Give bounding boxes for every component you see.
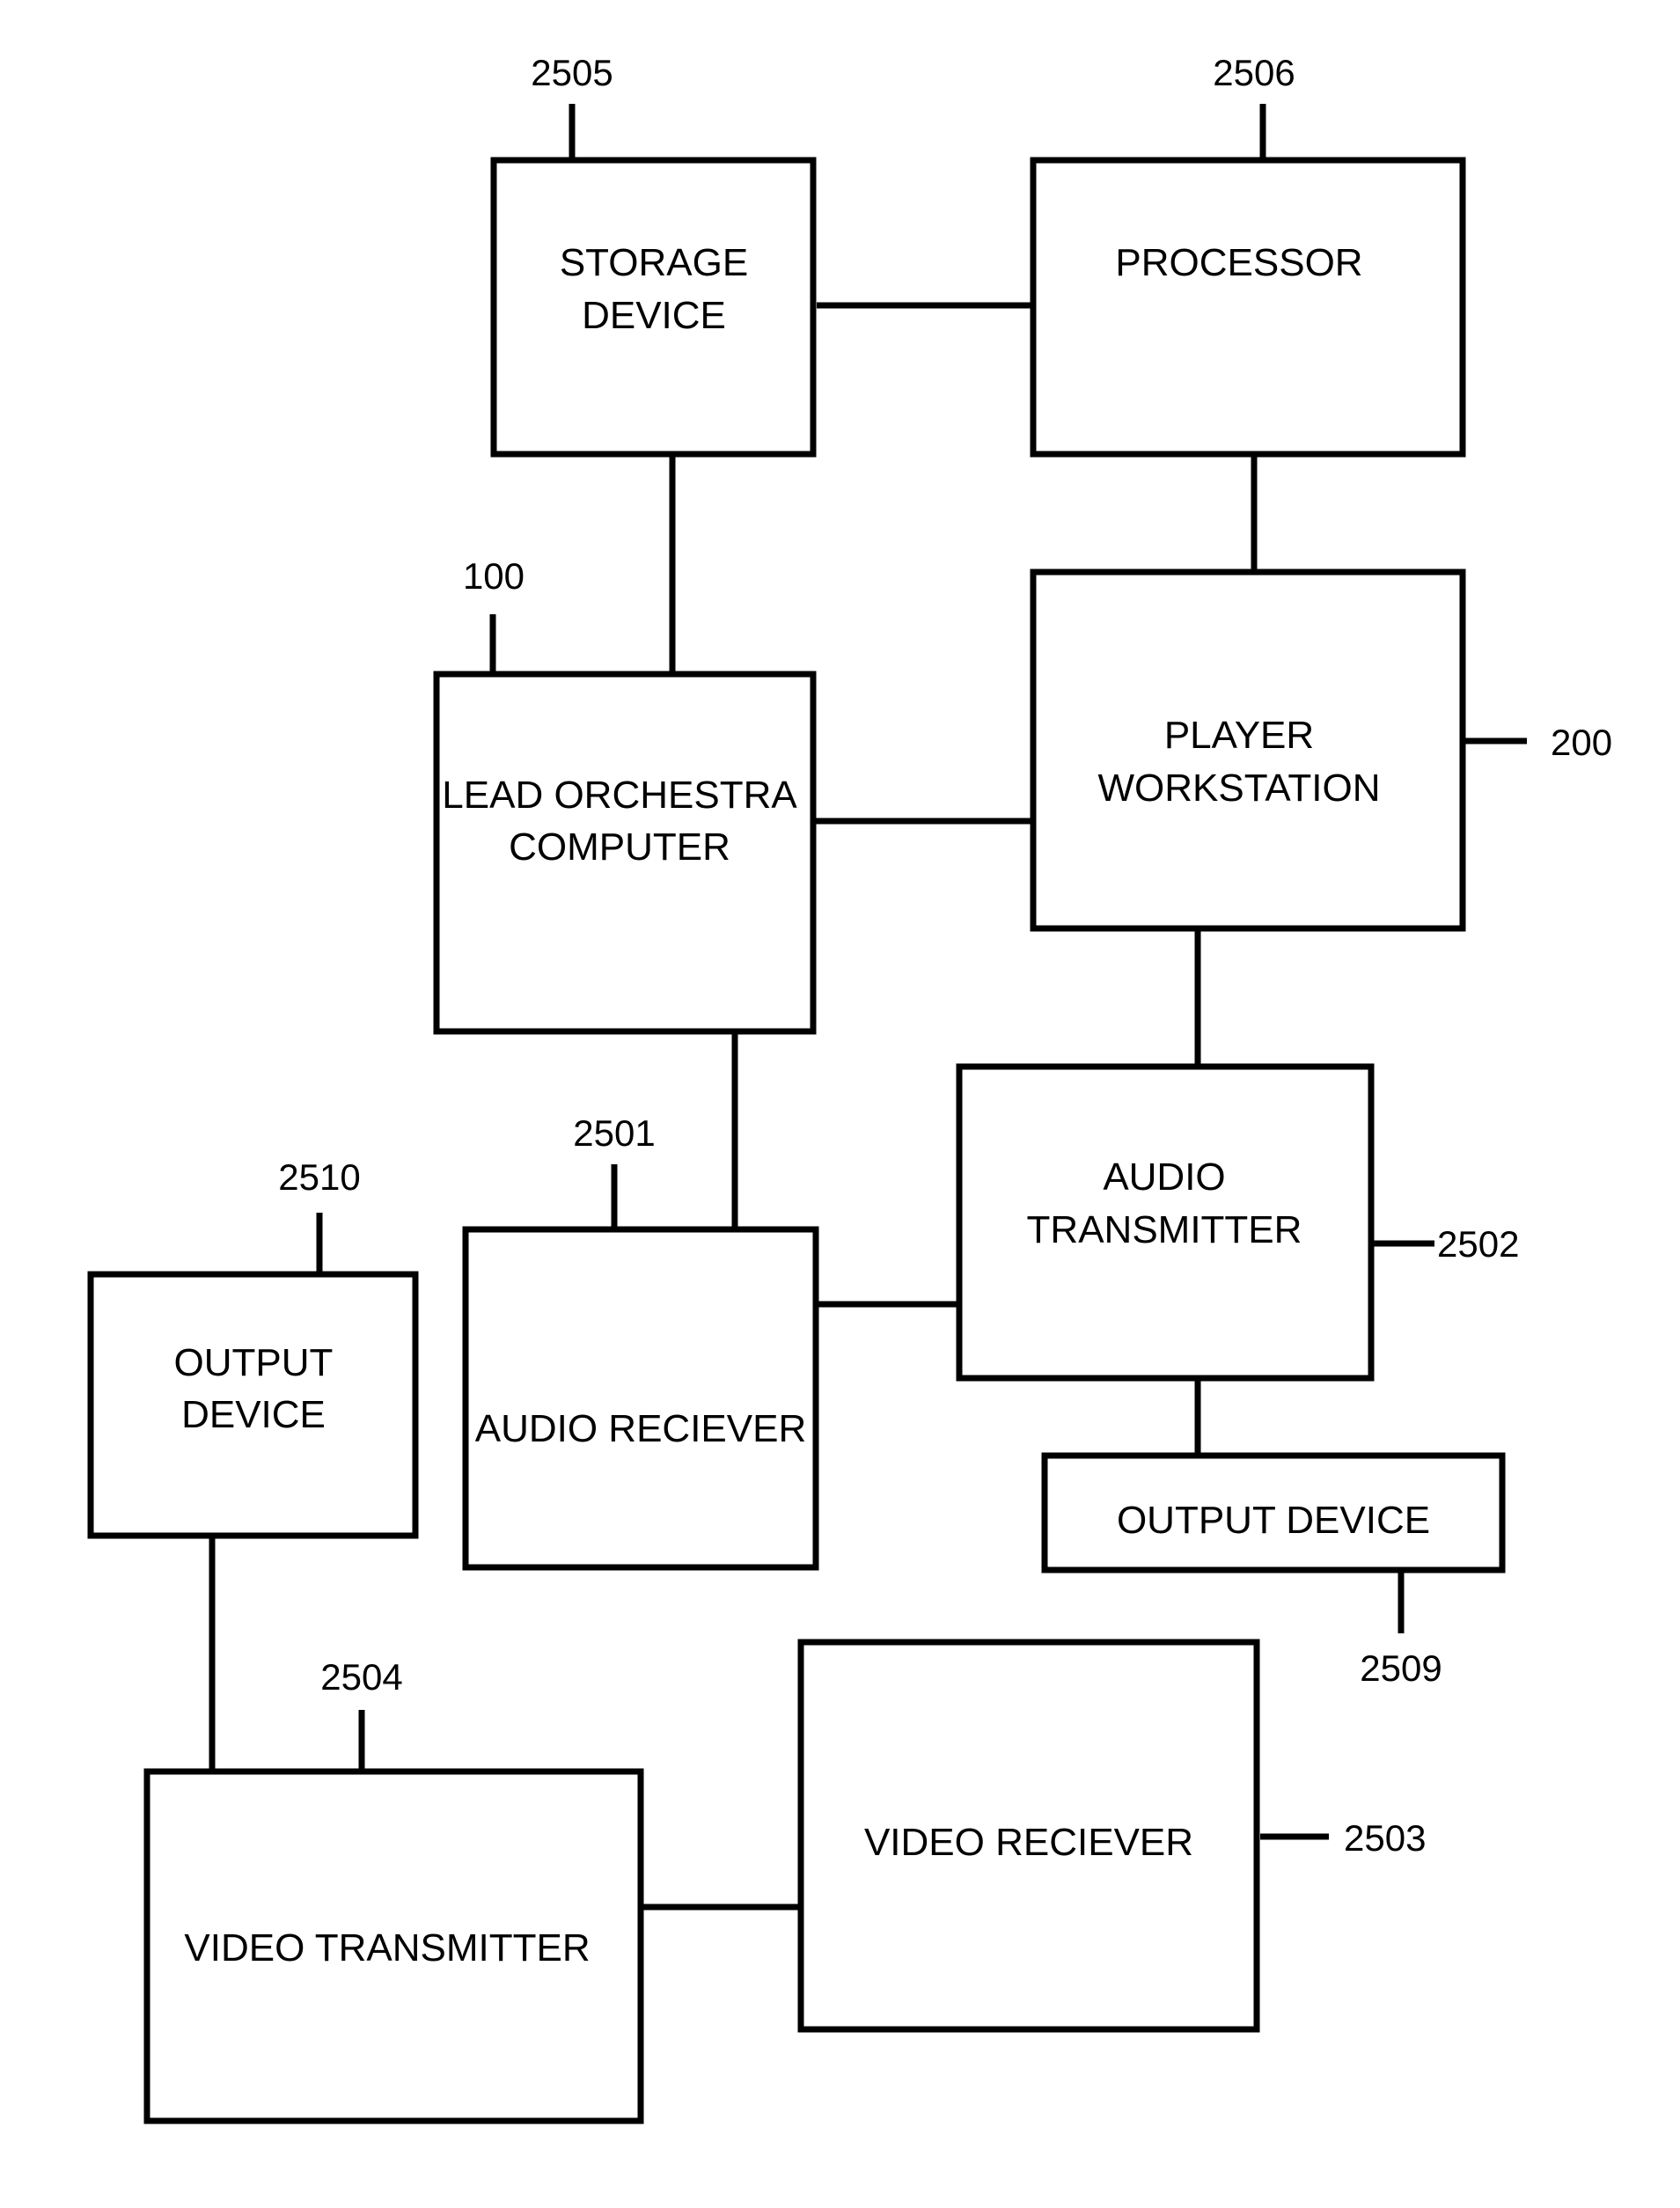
block-video-receiver: VIDEO RECIEVER [801, 1642, 1257, 2029]
block-storage-device: STORAGE DEVICE [494, 160, 813, 454]
block-output-device-right: OUTPUT DEVICE [1045, 1456, 1502, 1570]
block-output-device-left: OUTPUT DEVICE [91, 1274, 415, 1536]
ref-number-2502: 2502 [1437, 1223, 1519, 1265]
block-label: PLAYER [1164, 714, 1314, 757]
block-label: WORKSTATION [1097, 767, 1380, 810]
block-label: AUDIO [1103, 1155, 1225, 1199]
ref-number-2510: 2510 [278, 1156, 360, 1198]
ref-number-100: 100 [463, 555, 525, 597]
block-label: OUTPUT DEVICE [1117, 1499, 1430, 1542]
block-label: TRANSMITTER [1027, 1208, 1302, 1251]
block-lead-orchestra-computer: LEAD ORCHESTRA COMPUTER [437, 674, 813, 1031]
block-label: VIDEO TRANSMITTER [184, 1926, 590, 1970]
ref-number-2503: 2503 [1344, 1817, 1426, 1859]
ref-number-2505: 2505 [531, 52, 613, 93]
ref-number-2501: 2501 [573, 1112, 655, 1154]
block-label: VIDEO RECIEVER [864, 1821, 1193, 1864]
block-label: LEAD ORCHESTRA [442, 774, 797, 817]
block-audio-receiver: AUDIO RECIEVER [466, 1229, 816, 1567]
block-label: COMPUTER [509, 825, 730, 869]
ref-number-2504: 2504 [320, 1656, 402, 1698]
ref-number-2506: 2506 [1213, 52, 1295, 93]
block-label: AUDIO RECIEVER [475, 1407, 807, 1450]
ref-number-2509: 2509 [1360, 1647, 1442, 1689]
block-label: OUTPUT [174, 1341, 334, 1384]
block-audio-transmitter: AUDIO TRANSMITTER [959, 1067, 1371, 1378]
block-label: STORAGE [560, 241, 748, 284]
block-label: PROCESSOR [1115, 241, 1362, 284]
block-video-transmitter: VIDEO TRANSMITTER [147, 1772, 641, 2121]
block-label: DEVICE [181, 1393, 326, 1436]
block-label: DEVICE [582, 294, 726, 337]
block-player-workstation: PLAYER WORKSTATION [1033, 572, 1463, 928]
ref-number-200: 200 [1551, 722, 1612, 763]
block-processor: PROCESSOR [1033, 160, 1463, 454]
